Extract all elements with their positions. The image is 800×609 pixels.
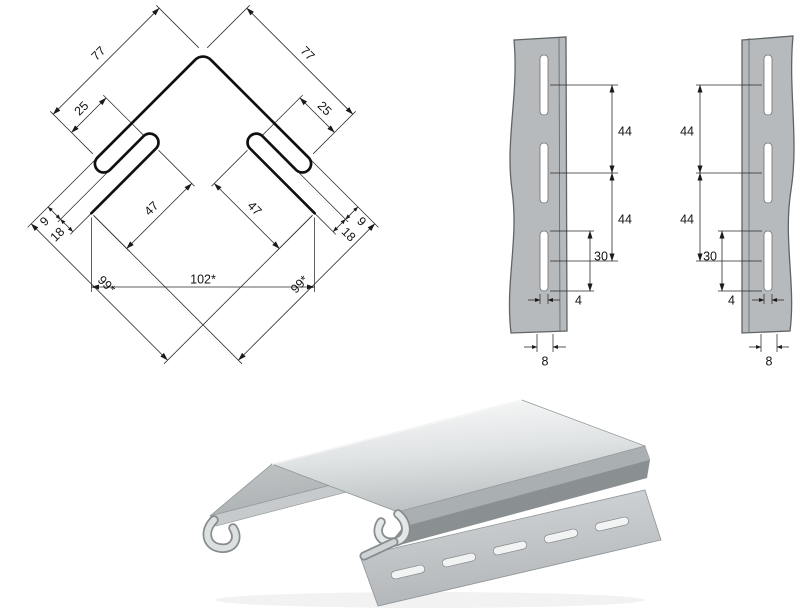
dim-depth-left: 18: [48, 225, 68, 245]
dimension-lines: [697, 84, 789, 349]
dimension-lines: [524, 84, 615, 349]
dim-hem-right: 9: [354, 214, 369, 229]
dim-face-left: 77: [89, 44, 109, 64]
extension-lines: [696, 84, 778, 352]
nail-slot: [492, 540, 528, 556]
dim-pitch-bottom: 44: [618, 212, 632, 226]
dim-pitch-top: 44: [680, 124, 694, 138]
ridge-highlight: [271, 399, 523, 465]
flange-view-left: 44 44 30 4 8: [508, 36, 632, 368]
pocket-shadow-3d: [385, 460, 650, 549]
dim-flange-right: 47: [245, 199, 265, 219]
nail-slot: [543, 528, 579, 544]
dim-flange-left: 47: [142, 199, 162, 219]
nail-slot: [763, 54, 773, 116]
dim-slot-width: 4: [728, 293, 735, 307]
dim-pitch-bottom: 44: [680, 212, 694, 226]
nail-slot: [594, 516, 630, 532]
dim-hem-left: 9: [37, 214, 52, 229]
dim-depth-right: 18: [339, 225, 359, 245]
dim-pitch-top: 44: [618, 124, 632, 138]
dim-slot-width: 4: [575, 293, 582, 307]
dim-overall-right: 99*: [288, 273, 311, 296]
front-hem-curls: [202, 509, 411, 561]
nail-slot: [539, 54, 549, 116]
nail-slot: [763, 142, 773, 204]
nail-slot: [441, 552, 477, 568]
ground-shadow: [215, 592, 645, 608]
nail-slot: [763, 230, 773, 292]
dim-face-right: 77: [298, 44, 318, 64]
nail-slot: [390, 564, 426, 580]
dim-slot-length: 30: [594, 249, 608, 263]
cross-section-drawing: 77 77 25 25 47 47 9 18 9 18 102* 99* 99*: [27, 5, 379, 365]
flange-view-right: 44 44 30 4 8: [680, 35, 795, 368]
dim-span: 102*: [190, 272, 216, 286]
dimension-lines: [30, 7, 376, 361]
flange-strip: [508, 36, 568, 334]
dim-edge-width: 8: [542, 354, 549, 368]
nail-slot: [539, 142, 549, 204]
dim-slot-length: 30: [703, 249, 717, 263]
nail-slots-3d: [390, 516, 630, 580]
extension-lines: [27, 5, 379, 365]
corner-3d-render: [202, 399, 662, 608]
corner-profile-path: [90, 55, 316, 215]
dim-edge-width: 8: [766, 354, 773, 368]
nail-slot: [539, 230, 549, 292]
flange-fold-line: [558, 37, 561, 332]
dim-overall-left: 99*: [95, 273, 118, 296]
dimension-labels: 77 77 25 25 47 47 9 18 9 18 102* 99* 99*: [37, 44, 369, 297]
